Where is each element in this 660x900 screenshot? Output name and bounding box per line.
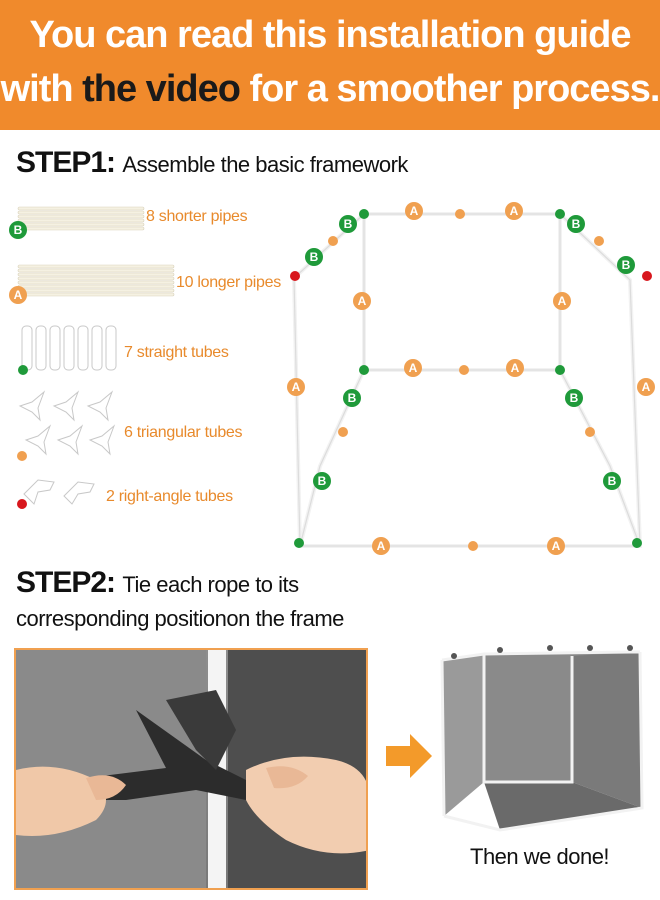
frame-badge-b: B	[339, 215, 357, 233]
frame-badge-a: A	[505, 202, 523, 220]
banner-line-2-pre: with	[0, 68, 83, 110]
tie-rope-photo	[14, 648, 368, 890]
frame-badge-a: A	[405, 202, 423, 220]
banner-line-1: You can read this installation guide	[29, 14, 632, 56]
part-label-long-pipes: 10 longer pipes	[176, 274, 281, 291]
tie-rope-illustration	[16, 650, 366, 888]
frame-badge-a: A	[506, 359, 524, 377]
connector-dot	[632, 538, 642, 548]
connector-dot	[455, 209, 465, 219]
step2-description-line1: Tie each rope to its	[122, 572, 299, 597]
part-badge-a: A	[9, 286, 27, 304]
arrow-right-icon	[386, 734, 432, 778]
frame-badge-b: B	[565, 389, 583, 407]
frame-diagram	[291, 212, 643, 548]
part-label-triangular-tubes: 6 triangular tubes	[124, 424, 243, 441]
connector-dot	[338, 427, 348, 437]
frame-badge-b: B	[313, 472, 331, 490]
connector-dot	[594, 236, 604, 246]
frame-badge-a: A	[353, 292, 371, 310]
connector-dot	[642, 271, 652, 281]
right-angle-tubes-icon	[17, 479, 95, 509]
connector-dot	[459, 365, 469, 375]
part-badge-b: B	[9, 221, 27, 239]
connector-dot	[585, 427, 595, 437]
triangular-tubes-icon	[17, 390, 116, 461]
connector-dot	[359, 209, 369, 219]
connector-dot	[328, 236, 338, 246]
short-pipes-icon	[17, 206, 145, 231]
frame-badge-b: B	[343, 389, 361, 407]
step2-label: STEP2:	[16, 566, 116, 599]
connector-dot	[290, 271, 300, 281]
step2-description-line2: corresponding positionon the frame	[16, 606, 344, 631]
frame-badge-a: A	[287, 378, 305, 396]
frame-badge-a: A	[404, 359, 422, 377]
step1-heading: STEP1: Assemble the basic framework	[16, 146, 408, 180]
frame-badge-a: A	[637, 378, 655, 396]
header-banner: You can read this installation guide wit…	[0, 0, 660, 130]
step1-label: STEP1:	[16, 146, 116, 179]
finished-tent-illustration	[440, 645, 644, 832]
done-caption: Then we done!	[470, 844, 610, 869]
banner-line-2: with the video for a smoother process.	[0, 68, 660, 111]
step1-description: Assemble the basic framework	[122, 152, 408, 177]
connector-dot	[468, 541, 478, 551]
frame-badge-a: A	[547, 537, 565, 555]
connector-dot	[294, 538, 304, 548]
connector-dot	[359, 365, 369, 375]
part-label-short-pipes: 8 shorter pipes	[146, 208, 248, 225]
connector-dot	[555, 365, 565, 375]
frame-badge-b: B	[603, 472, 621, 490]
step2-heading: STEP2: Tie each rope to its	[16, 566, 299, 600]
banner-line-2-post: for a smoother process.	[239, 68, 660, 110]
frame-badge-a: A	[372, 537, 390, 555]
connector-dot	[555, 209, 565, 219]
long-pipes-icon	[17, 264, 175, 297]
part-label-straight-tubes: 7 straight tubes	[124, 344, 229, 361]
straight-tubes-icon	[18, 325, 117, 375]
frame-badge-a: A	[553, 292, 571, 310]
banner-highlight: the video	[82, 68, 241, 110]
frame-badge-b: B	[305, 248, 323, 266]
part-label-right-angle-tubes: 2 right-angle tubes	[106, 488, 233, 505]
frame-badge-b: B	[567, 215, 585, 233]
frame-badge-b: B	[617, 256, 635, 274]
